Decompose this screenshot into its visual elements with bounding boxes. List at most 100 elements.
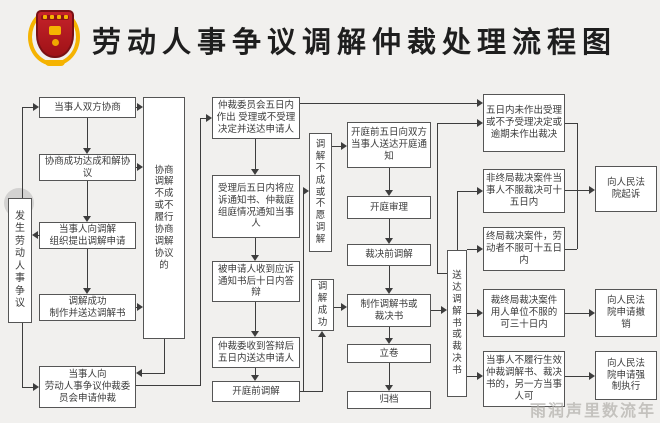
connector-line xyxy=(334,307,341,308)
connector-line xyxy=(389,266,390,288)
arrow-icon xyxy=(318,331,326,337)
node-dispute-occurs: 发 生 劳 动 人 事 争 议 xyxy=(8,198,32,323)
emblem-band xyxy=(41,15,69,20)
connector-line xyxy=(142,373,165,374)
node-pre-award-mediation: 裁决前调解 xyxy=(347,244,431,266)
arbitration-emblem-icon xyxy=(28,6,82,70)
emblem-dot xyxy=(64,15,68,19)
arrow-icon xyxy=(477,187,483,195)
connector-line xyxy=(437,123,477,124)
node-respondent-reply-10days: 被申请人收到应诉 通知书后十日内答 辩 xyxy=(212,261,300,302)
arrow-icon xyxy=(206,114,212,122)
connector-line xyxy=(300,391,323,392)
arrow-icon xyxy=(33,383,39,391)
node-negotiation-success-settlement: 协商成功达成和解协 议 xyxy=(39,154,136,181)
connector-line xyxy=(87,181,88,216)
connector-line xyxy=(389,168,390,190)
connector-line xyxy=(22,387,33,388)
connector-line xyxy=(565,249,577,250)
connector-line xyxy=(22,107,23,198)
connector-line xyxy=(200,118,206,119)
connector-line xyxy=(87,249,88,288)
node-apply-enforcement: 向人民法 院申请强 制执行 xyxy=(595,351,657,400)
connector-line xyxy=(322,337,323,391)
connector-line xyxy=(565,123,577,124)
connector-line xyxy=(467,249,477,250)
arrow-icon xyxy=(83,148,91,154)
node-no-decision-overdue: 五日内未作出受理 或不予受理决定或 逾期未作出裁决 xyxy=(483,94,565,152)
node-deliver-docs: 送 达 调 解 书 或 裁 决 书 xyxy=(447,250,467,397)
arrow-icon xyxy=(477,309,483,317)
connector-line xyxy=(303,191,304,391)
arrow-icon xyxy=(385,338,393,344)
connector-line xyxy=(255,302,256,331)
connector-line xyxy=(389,219,390,238)
arrow-icon xyxy=(303,187,309,195)
connector-line xyxy=(565,376,589,377)
node-mediation-success: 调 解 成 功 xyxy=(311,279,334,331)
connector-line xyxy=(457,191,458,250)
node-notify-defense-5days: 受理后五日内将应 诉通知书、仲裁庭 组庭情况通知当事 人 xyxy=(212,175,300,238)
node-hearing-notice-5days: 开庭前五日向双方 当事人送达开庭通 知 xyxy=(347,122,431,168)
arrow-icon xyxy=(251,331,259,337)
node-archive: 归档 xyxy=(347,391,431,409)
connector-line xyxy=(467,376,477,377)
connector-line xyxy=(389,327,390,338)
arrow-icon xyxy=(477,372,483,380)
node-refuse-perform: 当事人不履行生效 仲裁调解书、裁决 书的，另一方当事 人可 xyxy=(483,351,565,407)
arrow-icon xyxy=(441,306,447,314)
arrow-icon xyxy=(341,142,347,150)
connector-line xyxy=(437,273,447,274)
arrow-icon xyxy=(385,238,393,244)
connector-line xyxy=(22,107,34,108)
node-apply-mediation: 当事人向调解 组织提出调解申请 xyxy=(39,222,136,249)
arrow-icon xyxy=(251,255,259,261)
emblem-dot xyxy=(50,15,54,19)
arrow-icon xyxy=(589,372,595,380)
node-apply-revoke: 向人民法 院申请撤 销 xyxy=(595,289,657,337)
node-mediation-success-deliver: 调解成功 制作并送达调解书 xyxy=(39,294,136,321)
connector-line xyxy=(565,313,589,314)
arrow-icon xyxy=(137,103,143,111)
arrow-icon xyxy=(477,245,483,253)
arrow-icon xyxy=(33,103,39,111)
node-make-mediation-award-doc: 制作调解书或 裁决书 xyxy=(347,294,431,327)
arrow-icon xyxy=(136,369,142,377)
emblem-ribbon xyxy=(45,60,65,66)
connector-line xyxy=(467,313,477,314)
node-non-final-dissatisfied-15days: 非终局裁决案件当 事人不服裁决可十 五日内 xyxy=(483,169,565,213)
node-apply-arbitration: 当事人向 劳动人事争议仲裁委 员会申请仲裁 xyxy=(39,366,136,408)
arrow-icon xyxy=(341,303,347,311)
connector-line xyxy=(300,103,477,104)
node-pre-hearing-mediation: 开庭前调解 xyxy=(212,381,300,402)
connector-line xyxy=(577,123,578,249)
connector-line xyxy=(255,368,256,375)
arrow-icon xyxy=(477,119,483,127)
arrow-icon xyxy=(251,169,259,175)
arrow-icon xyxy=(32,231,38,239)
node-mediation-failed-unwilling: 调 解 不 成 或 不 愿 调 解 xyxy=(309,133,332,252)
arrow-icon xyxy=(83,216,91,222)
arrow-icon xyxy=(83,288,91,294)
arrow-icon xyxy=(589,309,595,317)
connector-line xyxy=(255,238,256,255)
arrow-icon xyxy=(385,288,393,294)
connector-line xyxy=(22,323,23,387)
node-sue-court: 向人民法 院起诉 xyxy=(595,166,657,212)
connector-line xyxy=(255,139,256,169)
arrow-icon xyxy=(251,375,259,381)
node-deliver-reply-5days: 仲裁委收到答辩后 五日内送达申请人 xyxy=(212,337,300,368)
arrow-icon xyxy=(385,385,393,391)
arrow-icon xyxy=(477,99,483,107)
emblem-dot xyxy=(43,15,47,19)
node-court-hearing: 开庭审理 xyxy=(347,196,431,219)
connector-line xyxy=(431,310,441,311)
connector-line xyxy=(164,339,165,373)
connector-line xyxy=(457,191,477,192)
node-file-case: 立卷 xyxy=(347,344,431,363)
node-negotiation-mediation-failed: 协商 调解 不成 或不 履行 协商 调解 协议 的 xyxy=(143,97,185,339)
arrow-icon xyxy=(385,190,393,196)
emblem-dot xyxy=(57,15,61,19)
arrow-icon xyxy=(137,163,143,171)
